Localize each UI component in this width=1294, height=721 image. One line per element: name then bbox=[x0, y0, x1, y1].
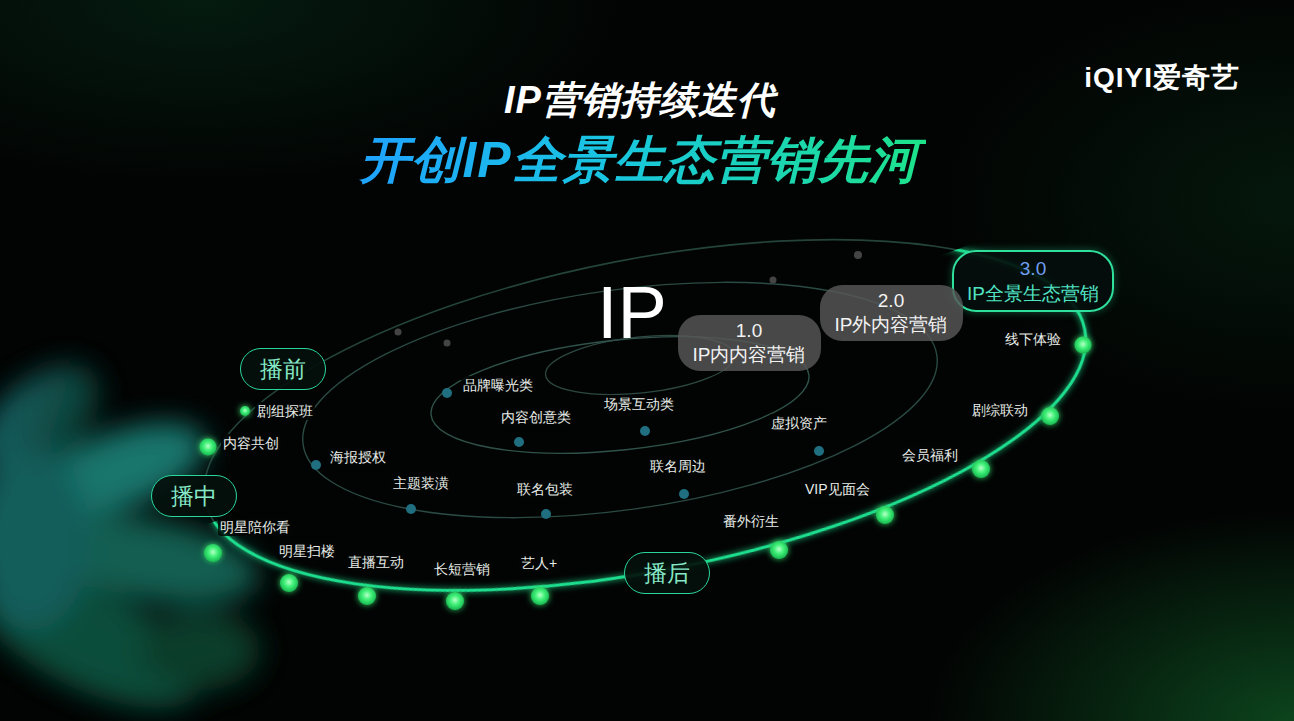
pill-text: 播后 bbox=[644, 559, 690, 587]
pill-text: IP内内容营销 bbox=[693, 343, 806, 367]
ip-mark: IP bbox=[597, 270, 667, 355]
ecosystem-pill: 3.0IP全景生态营销 bbox=[952, 250, 1114, 312]
orbit-dots bbox=[311, 388, 824, 519]
orbit-label: 长短营销 bbox=[432, 560, 492, 578]
orbit-label: 虚拟资产 bbox=[769, 414, 829, 432]
orbit-label: 艺人+ bbox=[519, 554, 559, 572]
orbit-label: VIP见面会 bbox=[803, 480, 872, 498]
orbit-label: 海报授权 bbox=[328, 448, 388, 466]
pill-text: IP全景生态营销 bbox=[967, 281, 1099, 306]
pill-text: IP外内容营销 bbox=[835, 313, 948, 337]
slide-subtitle: 开创IP全景生态营销先河 bbox=[354, 127, 925, 194]
orbit-label: 场景互动类 bbox=[602, 395, 676, 413]
pill-text: 播中 bbox=[171, 482, 217, 510]
pill-text: 3.0 bbox=[1020, 256, 1046, 281]
orbit-label: 联名包装 bbox=[515, 480, 575, 498]
orbit-rings bbox=[175, 176, 1114, 653]
orbit-label: 直播互动 bbox=[346, 553, 406, 571]
orbit-label: 线下体验 bbox=[1003, 330, 1063, 348]
pill-text: 1.0 bbox=[736, 319, 762, 343]
orbit-label: 明星陪你看 bbox=[218, 518, 292, 536]
phase-pill: 播中 bbox=[151, 475, 237, 517]
orbit-label: 主题装潢 bbox=[391, 474, 451, 492]
orbit-label: 明星扫楼 bbox=[277, 542, 337, 560]
orbit-label: 剧组探班 bbox=[255, 402, 315, 420]
phase-pill: 播后 bbox=[624, 552, 710, 594]
phase-pill: 播前 bbox=[240, 348, 326, 390]
orbit-label: 会员福利 bbox=[900, 446, 960, 464]
slide-title: IP营销持续迭代 bbox=[504, 75, 776, 126]
orbit-label: 剧综联动 bbox=[970, 401, 1030, 419]
orbit-label: 内容共创 bbox=[221, 434, 281, 452]
brand-logo: iQIYI爱奇艺 bbox=[1084, 59, 1240, 97]
stage-version-pill: 1.0IP内内容营销 bbox=[678, 315, 821, 371]
pill-text: 播前 bbox=[260, 355, 306, 383]
orbit-label: 内容创意类 bbox=[499, 408, 573, 426]
orbit-label: 联名周边 bbox=[648, 457, 708, 475]
orbit-label: 番外衍生 bbox=[721, 512, 781, 530]
pill-text: 2.0 bbox=[878, 289, 904, 313]
stage-dots bbox=[200, 337, 1092, 611]
orbit-label: 品牌曝光类 bbox=[461, 376, 535, 394]
stage-version-pill: 2.0IP外内容营销 bbox=[820, 285, 963, 341]
